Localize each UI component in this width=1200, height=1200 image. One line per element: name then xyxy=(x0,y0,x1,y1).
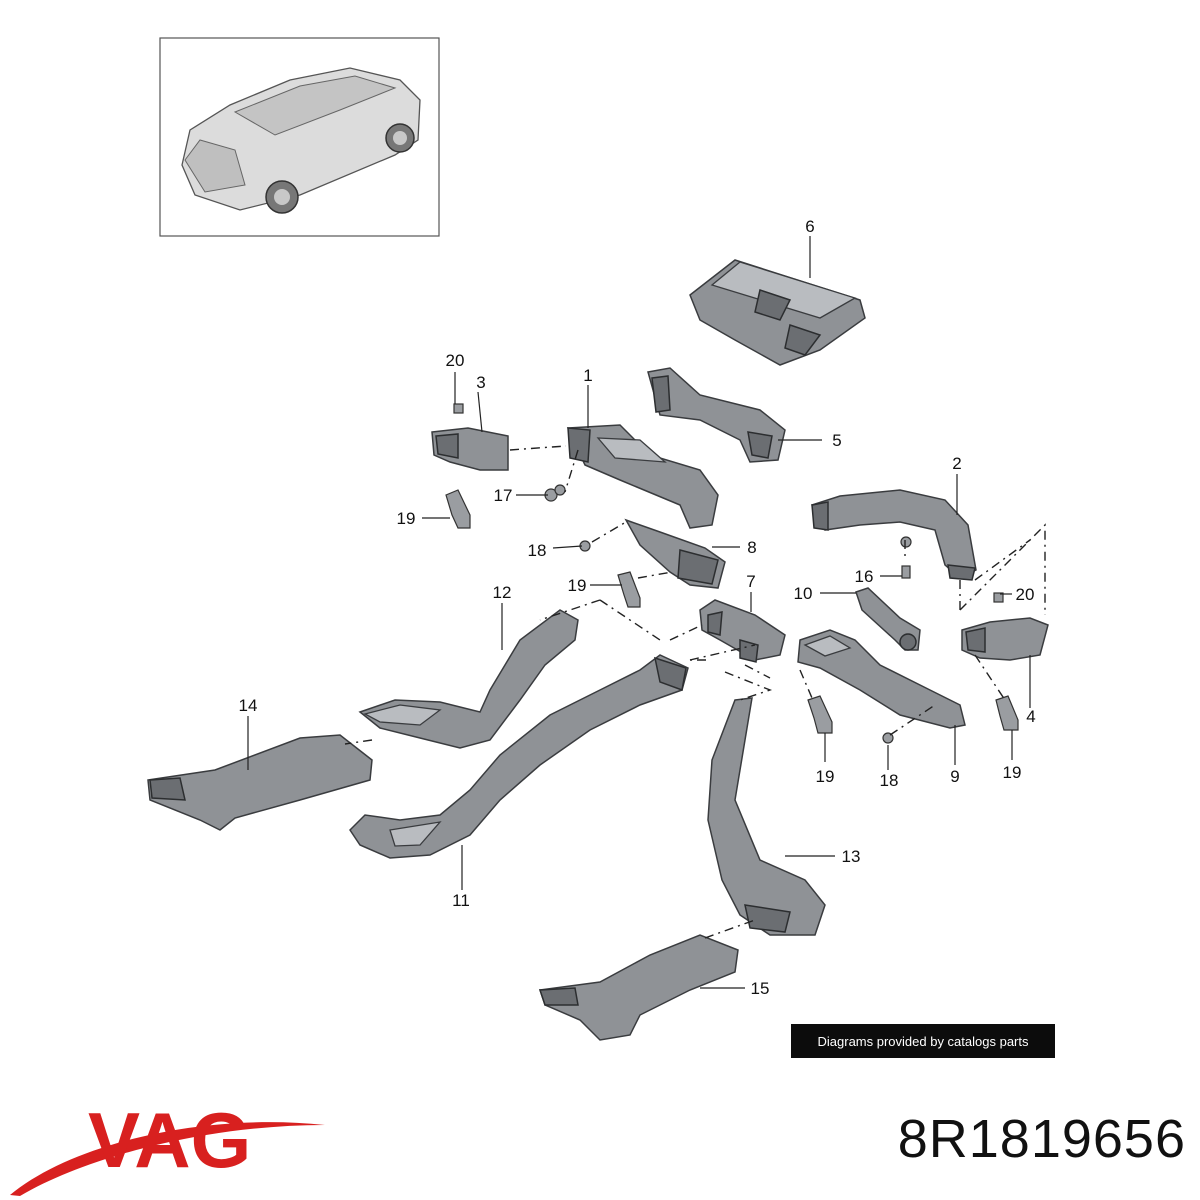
callout-2: 2 xyxy=(952,454,961,473)
callout-10: 10 xyxy=(794,584,813,603)
clip-20a xyxy=(453,403,464,414)
part-4 xyxy=(961,617,1049,661)
callout-9: 9 xyxy=(950,767,959,786)
callout-3: 3 xyxy=(476,373,485,392)
clip-19b xyxy=(617,571,641,608)
leader-lines xyxy=(247,236,1031,989)
callout-6: 6 xyxy=(805,217,814,236)
callouts: 6 20 3 1 5 2 17 19 18 8 16 19 7 12 10 20… xyxy=(239,217,1036,998)
car-thumbnail xyxy=(159,37,440,237)
callout-19-lower: 19 xyxy=(816,767,835,786)
part-6 xyxy=(689,259,866,366)
clip-19a xyxy=(445,489,471,529)
callout-13: 13 xyxy=(842,847,861,866)
part-10 xyxy=(855,587,921,651)
callout-19-right: 19 xyxy=(1003,763,1022,782)
connector-lines xyxy=(344,445,1046,939)
callout-18-mid: 18 xyxy=(528,541,547,560)
callout-17: 17 xyxy=(494,486,513,505)
clip-19d xyxy=(995,695,1019,731)
part-11 xyxy=(349,654,689,859)
callout-14: 14 xyxy=(239,696,258,715)
part-3 xyxy=(431,427,509,471)
part-8 xyxy=(624,518,726,589)
part-9 xyxy=(797,629,966,729)
part-14 xyxy=(147,734,373,831)
part-5 xyxy=(647,367,786,463)
callout-5: 5 xyxy=(832,431,841,450)
clip-19c xyxy=(807,695,833,734)
callout-18-lower: 18 xyxy=(880,771,899,790)
part-2 xyxy=(810,489,977,581)
watermark-label: Diagrams provided by catalogs parts xyxy=(791,1024,1055,1058)
callout-19-left: 19 xyxy=(397,509,416,528)
clip-17 xyxy=(544,484,566,502)
vag-logo-swoosh xyxy=(10,1122,325,1196)
part-7 xyxy=(699,599,786,663)
car-thumbnail-icon xyxy=(181,67,421,214)
vag-logo: VAG xyxy=(10,1096,325,1196)
callout-4: 4 xyxy=(1026,707,1035,726)
vag-logo-text: VAG xyxy=(88,1096,251,1184)
part-12 xyxy=(358,609,579,749)
callout-12: 12 xyxy=(493,583,512,602)
callout-7: 7 xyxy=(746,572,755,591)
callout-8: 8 xyxy=(747,538,756,557)
part-13 xyxy=(707,697,826,936)
callout-1: 1 xyxy=(583,366,592,385)
clip-16 xyxy=(900,536,912,579)
callout-15: 15 xyxy=(751,979,770,998)
callout-11: 11 xyxy=(452,891,470,910)
callout-20-right: 20 xyxy=(1016,585,1035,604)
callout-19-mid: 19 xyxy=(568,576,587,595)
part-number: 8R1819656 xyxy=(897,1109,1186,1169)
callout-16: 16 xyxy=(855,567,874,586)
part-1 xyxy=(566,424,719,529)
callout-20-top: 20 xyxy=(446,351,465,370)
part-15 xyxy=(538,934,739,1041)
clip-20b xyxy=(993,592,1004,603)
